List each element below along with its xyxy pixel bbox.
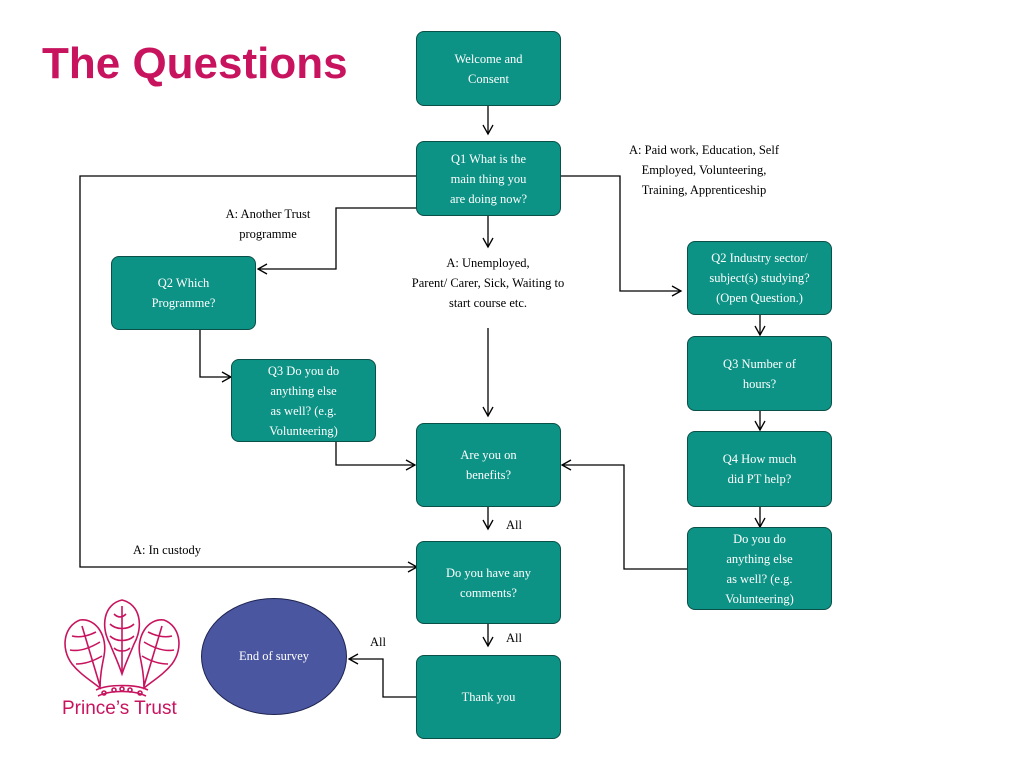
label-another-trust: A: Another Trust programme [225,207,311,241]
node-comments: Do you have any comments? [416,541,561,624]
edge-q1-q2-programme [256,207,417,275]
page-title: The Questions [42,39,348,88]
edge-q2-programme-q3 [199,330,233,383]
node-else-right: Do you do anything else as well? (e.g. V… [687,527,832,610]
node-q2-industry: Q2 Industry sector/ subject(s) studying?… [687,241,832,315]
label-paid-work: A: Paid work, Education, Self Employed, … [629,143,779,197]
node-q1: Q1 What is the main thing you are doing … [416,141,561,216]
edge-thankyou-end [347,653,417,698]
label-all-benefits: All [506,518,522,532]
node-end-of-survey: End of survey [201,598,347,715]
label-all-comments: All [506,631,522,645]
label-in-custody: A: In custody [133,543,202,557]
edge-q1-custody-comments [79,175,419,573]
princes-feathers-icon [64,599,180,697]
node-thank-you: Thank you [416,655,561,739]
label-unemployed: A: Unemployed, Parent/ Carer, Sick, Wait… [411,256,565,310]
logo-text: Prince’s Trust [62,698,177,719]
edge-q3-benefits [335,442,417,471]
node-welcome: Welcome and Consent [416,31,561,106]
node-q3-hours: Q3 Number of hours? [687,336,832,411]
edge-q1-q2-industry [560,175,683,297]
label-all-thankyou: All [370,635,386,649]
node-q3-else-left: Q3 Do you do anything else as well? (e.g… [231,359,376,442]
node-q4-help: Q4 How much did PT help? [687,431,832,507]
node-benefits: Are you on benefits? [416,423,561,507]
edge-else-benefits [560,459,688,570]
node-q2-programme: Q2 Which Programme? [111,256,256,330]
